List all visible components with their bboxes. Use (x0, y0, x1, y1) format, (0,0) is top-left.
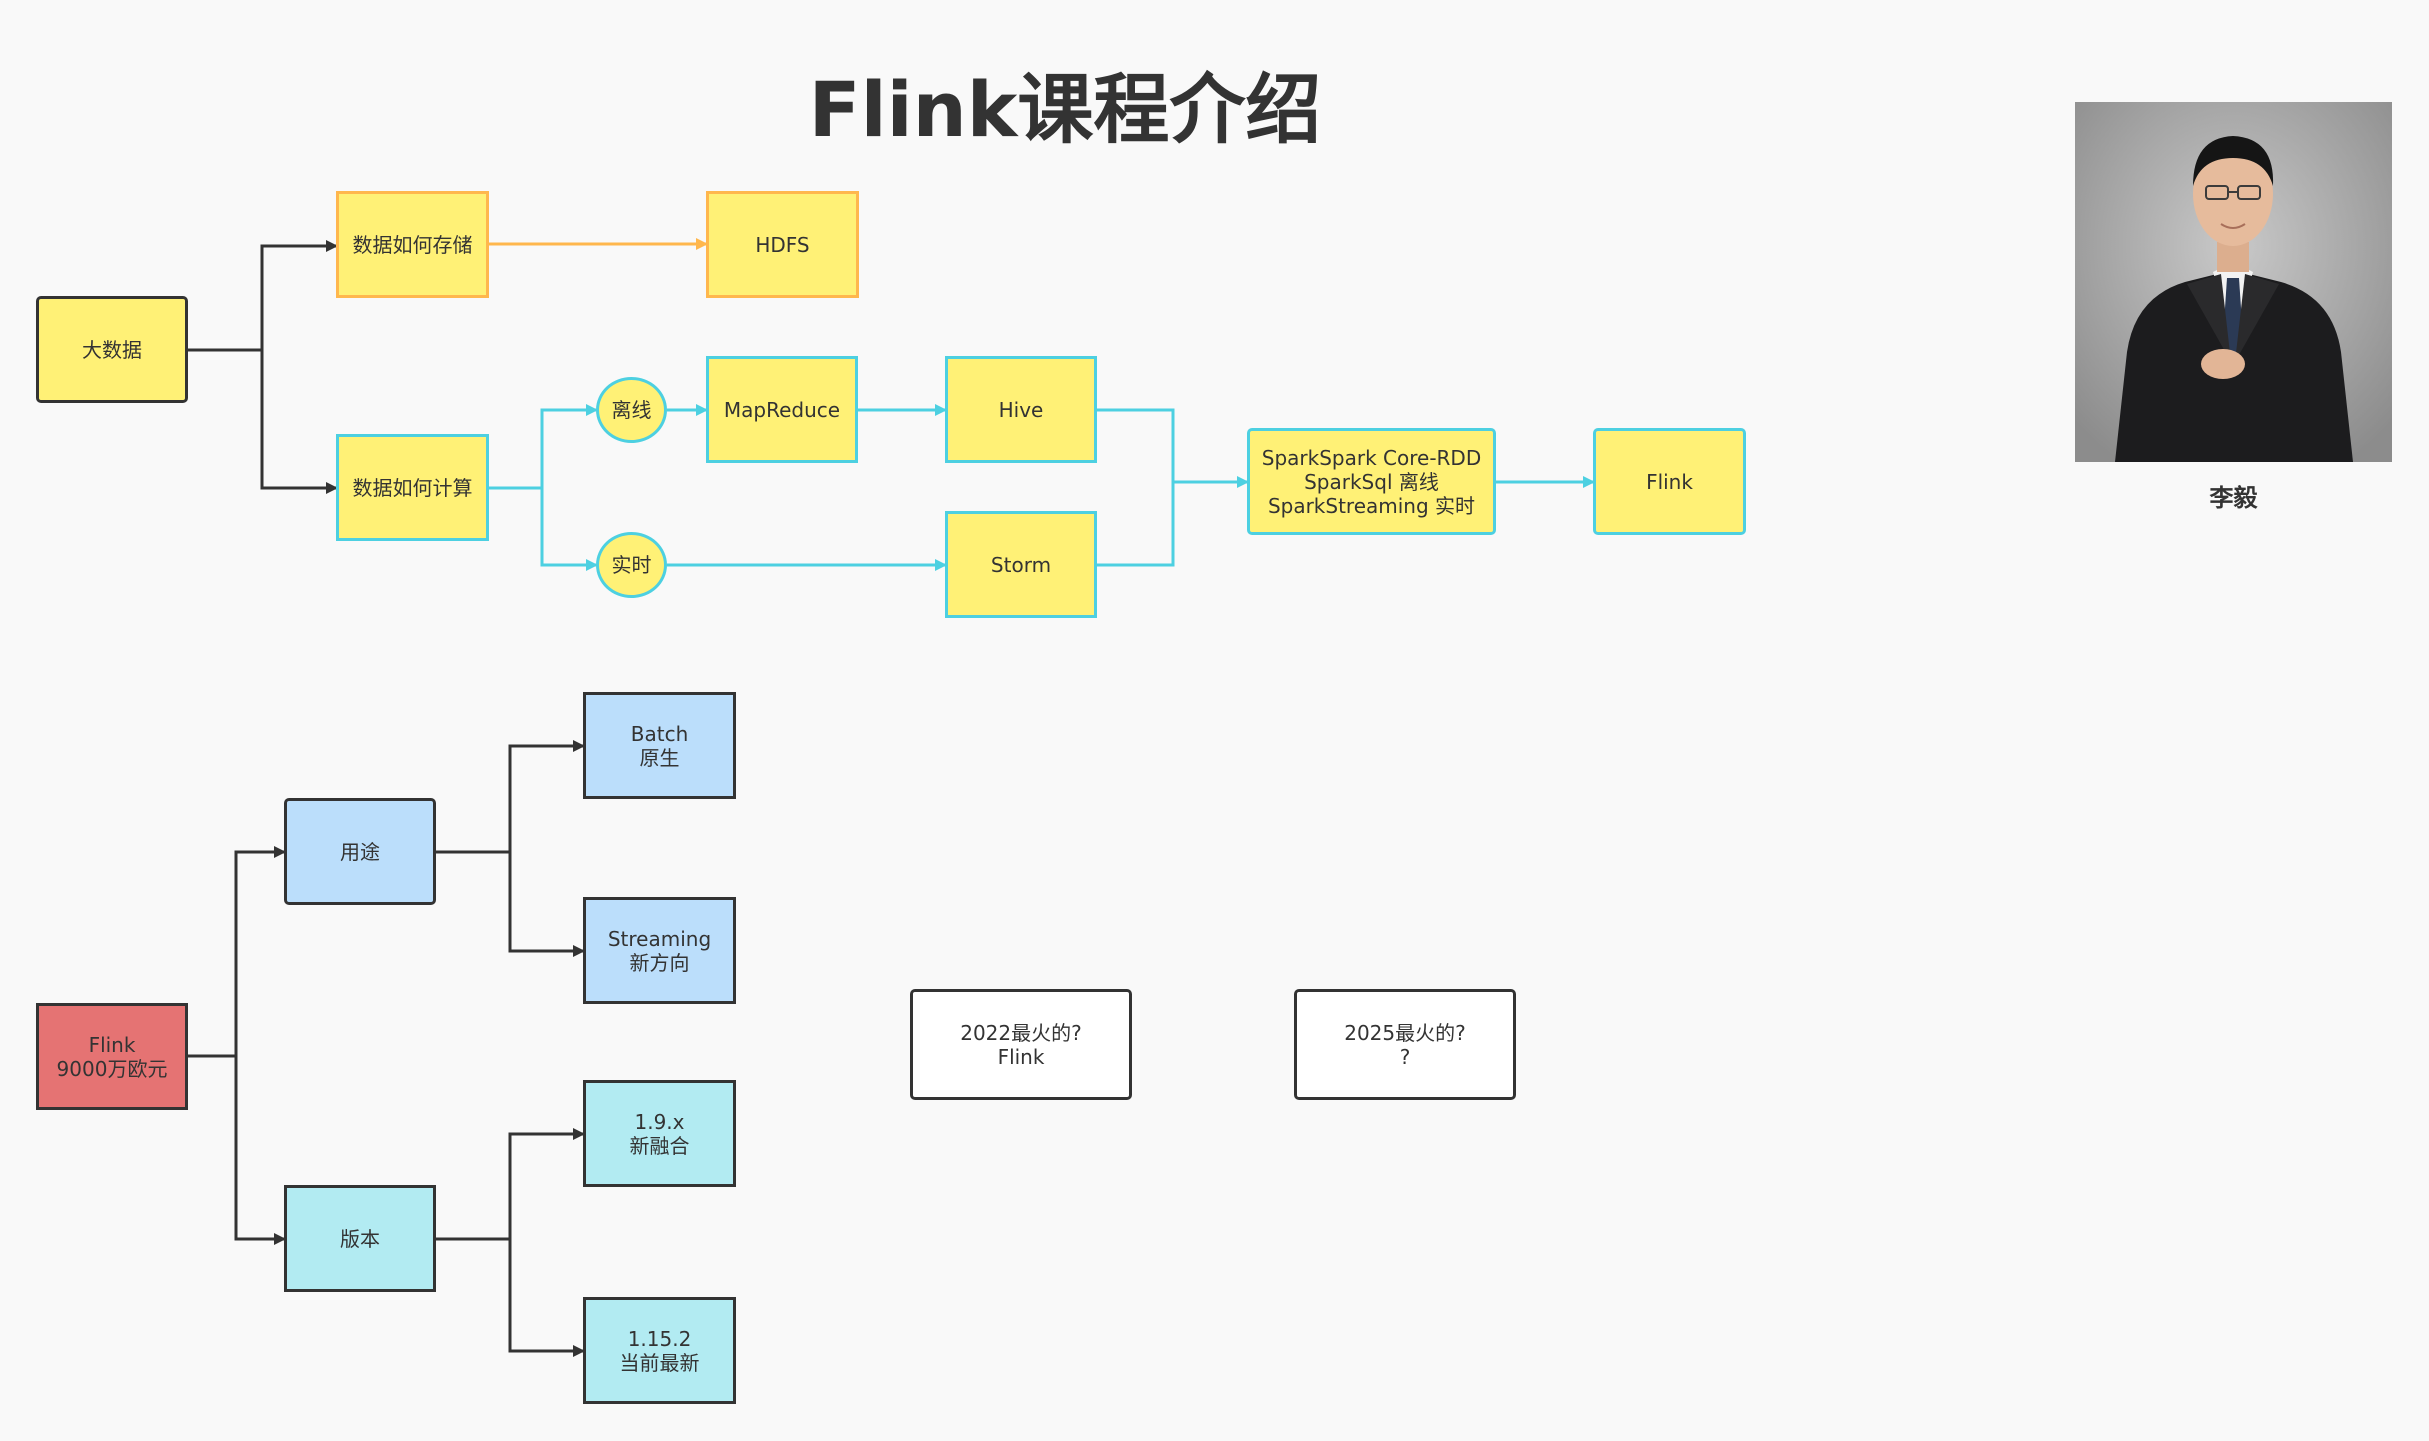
node-version[interactable]: 版本 (284, 1185, 436, 1292)
node-spark[interactable]: SparkSpark Core-RDD SparkSql 离线 SparkStr… (1247, 428, 1496, 535)
node-v115-line2: 当前最新 (619, 1350, 700, 1375)
node-streaming-line2: 新方向 (629, 950, 690, 975)
node-v19-line1: 1.9.x (634, 1109, 685, 1134)
edge-compute-realtime (489, 486, 598, 571)
node-hive[interactable]: Hive (945, 356, 1097, 463)
node-streaming[interactable]: Streaming 新方向 (583, 897, 736, 1004)
node-usage-label: 用途 (340, 839, 380, 864)
edge-version-v19 (436, 1128, 585, 1241)
node-realtime-label: 实时 (611, 553, 652, 577)
edge-storm-spark (1097, 482, 1175, 567)
node-storage-label: 数据如何存储 (352, 232, 473, 257)
node-flink-top-label: Flink (1646, 469, 1693, 494)
node-hdfs-label: HDFS (755, 232, 810, 257)
edge-hive-spark (1097, 408, 1249, 488)
note-2025[interactable]: 2025最火的? ? (1294, 989, 1516, 1100)
node-mapreduce-label: MapReduce (723, 397, 841, 422)
node-storm-label: Storm (990, 552, 1052, 577)
node-compute[interactable]: 数据如何计算 (336, 434, 489, 541)
page-title: Flink课程介绍 (808, 65, 1322, 154)
node-streaming-line1: Streaming (607, 926, 712, 951)
node-batch[interactable]: Batch 原生 (583, 692, 736, 799)
node-flink-top[interactable]: Flink (1593, 428, 1746, 535)
instructor-photo (2075, 102, 2392, 462)
node-hive-label: Hive (998, 397, 1044, 422)
instructor-name: 李毅 (2209, 484, 2258, 512)
node-compute-label: 数据如何计算 (352, 475, 473, 500)
node-flink-root[interactable]: Flink 9000万欧元 (36, 1003, 188, 1110)
edge-usage-streaming (436, 850, 585, 957)
node-usage[interactable]: 用途 (284, 798, 436, 905)
node-v19-line2: 新融合 (629, 1133, 690, 1158)
note-2022-line2: Flink (997, 1044, 1045, 1069)
node-version-label: 版本 (340, 1226, 380, 1251)
edge-bigdata-storage (188, 240, 338, 352)
edge-bigdata-compute (188, 348, 338, 494)
node-v115[interactable]: 1.15.2 当前最新 (583, 1297, 736, 1404)
node-storm[interactable]: Storm (945, 511, 1097, 618)
note-2022[interactable]: 2022最火的? Flink (910, 989, 1132, 1100)
edge-compute-offline (489, 404, 598, 490)
node-mapreduce[interactable]: MapReduce (706, 356, 858, 463)
node-v19[interactable]: 1.9.x 新融合 (583, 1080, 736, 1187)
note-2025-line2: ? (1399, 1044, 1411, 1069)
note-2025-line1: 2025最火的? (1344, 1020, 1466, 1045)
node-batch-line2: 原生 (639, 745, 680, 770)
edge-version-v115 (436, 1237, 585, 1357)
node-flink-root-line2: 9000万欧元 (56, 1056, 168, 1081)
edge-flink-usage (188, 846, 286, 1058)
node-bigdata-label: 大数据 (82, 337, 142, 362)
node-v115-line1: 1.15.2 (627, 1326, 692, 1351)
node-spark-line2: SparkSql 离线 (1304, 469, 1439, 494)
node-offline-label: 离线 (611, 398, 652, 422)
node-spark-line1: SparkSpark Core-RDD (1261, 445, 1482, 470)
node-flink-root-line1: Flink (88, 1032, 136, 1057)
edge-flink-version (188, 1054, 286, 1245)
node-storage[interactable]: 数据如何存储 (336, 191, 489, 298)
edge-usage-batch (436, 740, 585, 854)
node-bigdata[interactable]: 大数据 (36, 296, 188, 403)
node-offline[interactable]: 离线 (596, 377, 667, 443)
note-2022-line1: 2022最火的? (960, 1020, 1082, 1045)
node-hdfs[interactable]: HDFS (706, 191, 859, 298)
node-batch-line1: Batch (630, 721, 689, 746)
node-spark-line3: SparkStreaming 实时 (1267, 493, 1476, 518)
node-realtime[interactable]: 实时 (596, 532, 667, 598)
